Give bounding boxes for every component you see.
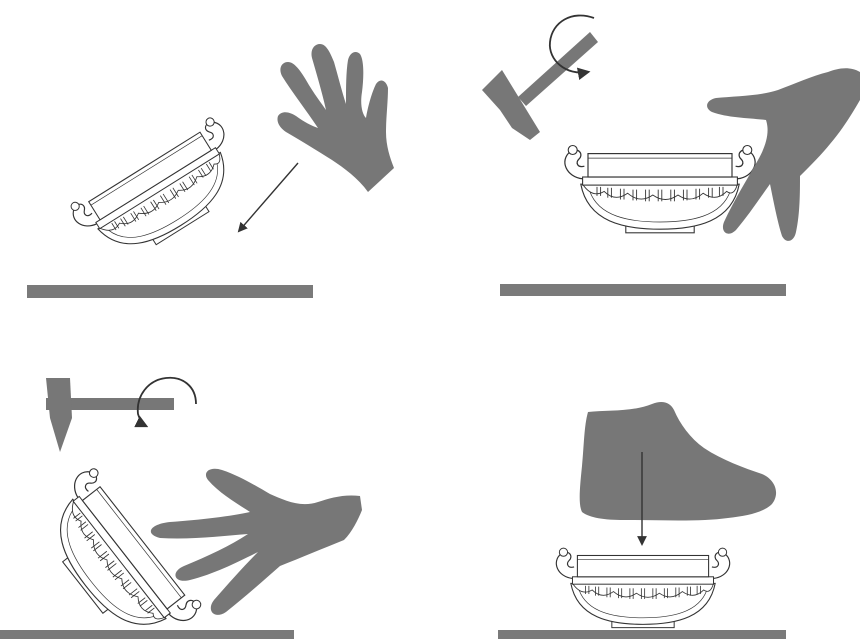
ground-bar (0, 630, 294, 639)
arrow-icon (237, 162, 299, 233)
panel-hammer-strike (482, 14, 860, 296)
bowl-icon (66, 114, 257, 275)
hammer-icon (46, 378, 174, 452)
ground-bar (500, 284, 786, 296)
ground-bar (27, 285, 313, 298)
panel-hand-push (27, 44, 394, 298)
bowl-icon (555, 547, 731, 629)
ground-bar (498, 630, 786, 639)
panel-hammer-and-hand (0, 376, 362, 639)
rotation-arrow-icon (134, 376, 197, 428)
hammer-icon (482, 32, 598, 140)
rotation-arrow-icon (549, 14, 595, 80)
shoe-icon (579, 402, 777, 521)
hand-icon (277, 44, 394, 192)
bowl-icon (26, 463, 206, 639)
hand-icon (150, 468, 362, 615)
panel-shoe-step (498, 402, 786, 639)
hand-icon (707, 68, 860, 241)
